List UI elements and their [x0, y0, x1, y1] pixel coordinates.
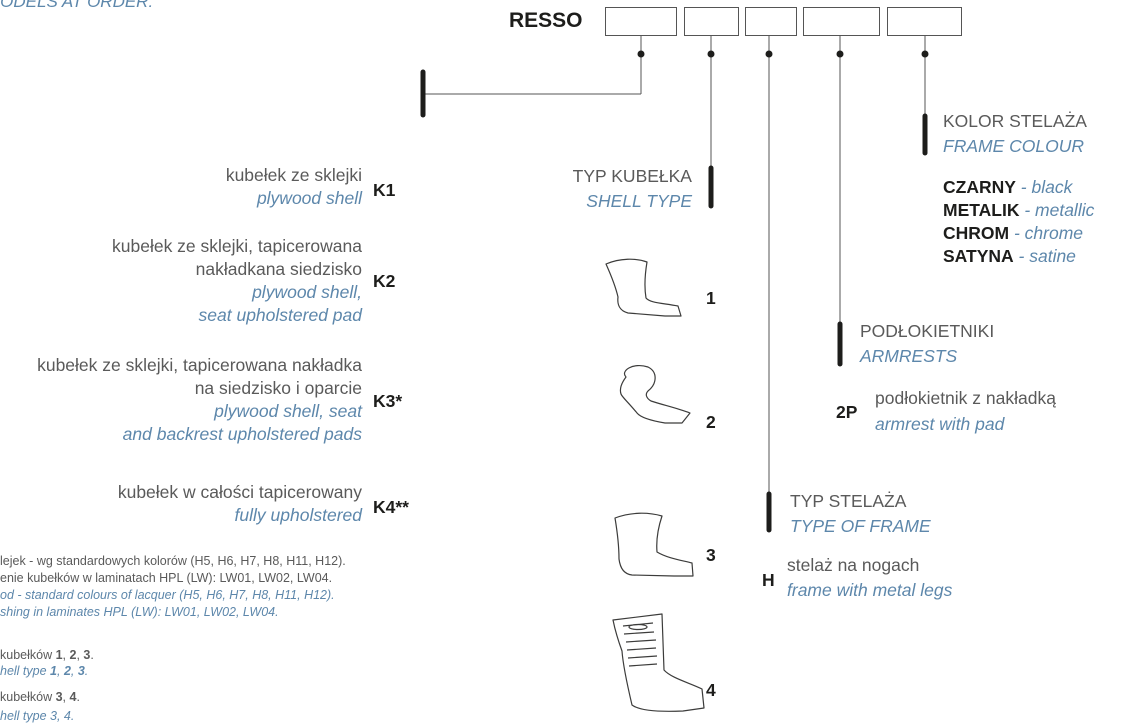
footnote-line: enie kubełków w laminatach HPL (LW): LW0… — [0, 571, 333, 585]
footnote-text: . — [84, 664, 89, 678]
code-box-frame-colour — [887, 7, 962, 36]
frame-colour-title-en: FRAME COLOUR — [943, 136, 1084, 156]
frame-colour-option: CHROM - chrome — [943, 222, 1094, 245]
shell-type-number-2: 2 — [706, 412, 716, 432]
option-code: CZARNY — [943, 177, 1016, 197]
models-note: MODELS AT ORDER: — [0, 0, 154, 11]
footnote-text: , — [70, 664, 78, 678]
footnote-text: kubełków — [0, 690, 56, 704]
frame-colour-title-pl: KOLOR STELAŻA — [943, 111, 1087, 131]
armrests-code: 2P — [836, 402, 858, 422]
shell-option-k2: kubełek ze sklejki, tapicerowana nakładk… — [112, 235, 362, 327]
shell-option-k4: kubełek w całości tapicerowany fully uph… — [118, 481, 362, 527]
footnote-line: kubełków 3, 4. — [0, 690, 80, 705]
footnote-number: 1 — [55, 648, 63, 662]
code-box-shell-type — [684, 7, 739, 36]
footnote-number: 4 — [69, 690, 77, 704]
shell-desc-pl: kubełek ze sklejki, tapicerowana — [112, 236, 362, 256]
option-name: black — [1031, 177, 1073, 197]
frame-colour-option: CZARNY - black — [943, 176, 1094, 199]
armrests-desc-en: armrest with pad — [875, 414, 1005, 434]
code-box-shell — [605, 7, 677, 36]
footnote-line: kubełków 1, 2, 3. — [0, 648, 94, 663]
frame-colour-options: CZARNY - black METALIK - metallic CHROM … — [943, 176, 1094, 268]
shell-desc-en: plywood shell, — [252, 282, 362, 302]
shell-type-number-4: 4 — [706, 680, 716, 700]
frame-type-desc-en: frame with metal legs — [787, 580, 953, 600]
footnote-text: , — [56, 664, 64, 678]
footnote-line: lejek - wg standardowych kolorów (H5, H6… — [0, 554, 346, 568]
shell-type-number-3: 3 — [706, 545, 716, 565]
shell-desc-pl: na siedzisko i oparcie — [194, 378, 362, 398]
shell-desc-pl: kubełek ze sklejki, tapicerowana nakładk… — [37, 355, 362, 375]
armrests-desc-pl: podłokietnik z nakładką — [875, 388, 1056, 408]
armrests-title-en: ARMRESTS — [860, 346, 958, 366]
frame-colour-option: SATYNA - satine — [943, 245, 1094, 268]
footnote-text: , — [76, 648, 84, 662]
frame-colour-option: METALIK - metallic — [943, 199, 1094, 222]
footnote-number: 3 — [83, 648, 91, 662]
shell-option-k1: kubełek ze sklejki plywood shell — [226, 164, 362, 210]
footnote-text: hell type — [0, 664, 51, 678]
frame-type-desc-pl: stelaż na nogach — [787, 555, 920, 575]
footnote-text: , — [62, 690, 70, 704]
footnote-line: hell type 3, 4. — [0, 709, 75, 723]
footnote-line: od - standard colours of lacquer (H5, H6… — [0, 588, 335, 602]
option-name: chrome — [1024, 223, 1084, 243]
shell-desc-en: and backrest upholstered pads — [122, 424, 362, 444]
option-sep: - — [1015, 177, 1032, 197]
option-code: CHROM — [943, 223, 1010, 243]
code-box-frame-type — [745, 7, 797, 36]
option-code: METALIK — [943, 200, 1020, 220]
shell-desc-en: plywood shell — [256, 188, 362, 208]
code-prefix: RESSO — [509, 9, 583, 32]
shell-desc-pl: nakładkana siedzisko — [195, 259, 362, 279]
shell-code-k1: K1 — [373, 180, 396, 200]
footnote-text: , — [62, 648, 70, 662]
option-sep: - — [1013, 246, 1030, 266]
footnote-number: 2 — [69, 648, 77, 662]
footnote-text: kubełków — [0, 648, 56, 662]
footnote-number: 1 — [50, 664, 57, 678]
footnote-line: shing in laminates HPL (LW): LW01, LW02,… — [0, 605, 279, 619]
option-sep: - — [1009, 223, 1025, 243]
option-code: SATYNA — [943, 246, 1014, 266]
shell-option-k3: kubełek ze sklejki, tapicerowana nakładk… — [37, 354, 362, 446]
shell-code-k3: K3* — [373, 391, 403, 411]
shell-desc-en: plywood shell, seat — [214, 401, 362, 421]
code-box-armrests — [803, 7, 880, 36]
option-name: satine — [1029, 246, 1076, 266]
footnote-line: hell type 1, 2, 3. — [0, 664, 88, 679]
shell-type-title-pl: TYP KUBEŁKA — [572, 166, 692, 186]
shell-desc-pl: kubełek w całości tapicerowany — [117, 482, 362, 502]
shell-code-k4: K4** — [373, 497, 409, 517]
shell-type-title-en: SHELL TYPE — [586, 191, 692, 211]
frame-type-title-pl: TYP STELAŻA — [790, 491, 907, 511]
footnote-text: . — [90, 648, 94, 662]
footnote-text: . — [76, 690, 80, 704]
shell-desc-pl: kubełek ze sklejki — [225, 165, 362, 185]
footnote-number: 2 — [63, 664, 71, 678]
shell-desc-en: fully upholstered — [234, 505, 362, 525]
footnote-number: 3 — [77, 664, 85, 678]
shell-desc-en: seat upholstered pad — [198, 305, 362, 325]
option-sep: - — [1019, 200, 1036, 220]
shell-code-k2: K2 — [373, 271, 396, 291]
frame-type-title-en: TYPE OF FRAME — [790, 516, 931, 536]
frame-type-code: H — [762, 570, 775, 590]
armrests-title-pl: PODŁOKIETNIKI — [860, 321, 995, 341]
shell-type-number-1: 1 — [706, 288, 716, 308]
option-name: metallic — [1035, 200, 1095, 220]
footnote-number: 3 — [55, 690, 63, 704]
